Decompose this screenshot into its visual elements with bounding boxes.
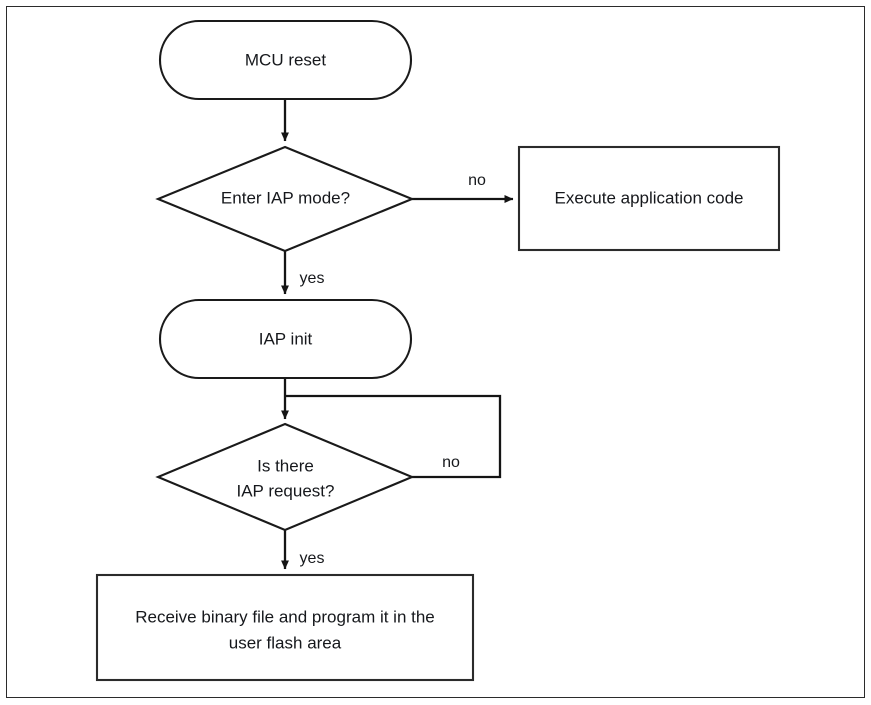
node-mcu-reset[interactable]: MCU reset	[158, 19, 413, 101]
edge-label-no-loop: no	[442, 454, 460, 471]
enter-iap-mode-shape	[155, 145, 415, 253]
receive-binary-file-label-line2: user flash area	[229, 633, 342, 652]
receive-binary-file-label-line1: Receive binary file and program it in th…	[135, 607, 435, 626]
edge-label-no-execute: no	[468, 172, 486, 189]
is-there-iap-request-label-line1: Is there	[257, 456, 314, 475]
node-iap-init[interactable]: IAP init	[158, 298, 413, 380]
edge-label-yes-iap-init: yes	[300, 270, 325, 287]
edge-label-yes-receive: yes	[300, 550, 325, 567]
enter-iap-mode-label: Enter IAP mode?	[221, 188, 350, 207]
is-there-iap-request-shape	[155, 422, 415, 532]
execute-application-code-shape	[517, 145, 781, 252]
iap-init-shape	[158, 298, 413, 380]
mcu-reset-label: MCU reset	[245, 50, 327, 69]
node-execute-application-code[interactable]: Execute application code	[517, 145, 781, 252]
mcu-reset-shape	[158, 19, 413, 101]
node-enter-iap-mode[interactable]: Enter IAP mode?	[155, 145, 415, 253]
iap-init-label: IAP init	[259, 329, 313, 348]
execute-application-code-label: Execute application code	[554, 188, 743, 207]
edge-request-no-loop-back	[285, 394, 502, 479]
receive-binary-file-shape	[95, 573, 475, 682]
node-receive-binary-file[interactable]: Receive binary file and program it in th…	[95, 573, 475, 682]
node-is-there-iap-request[interactable]: Is there IAP request?	[155, 422, 415, 532]
is-there-iap-request-label-line2: IAP request?	[237, 481, 335, 500]
